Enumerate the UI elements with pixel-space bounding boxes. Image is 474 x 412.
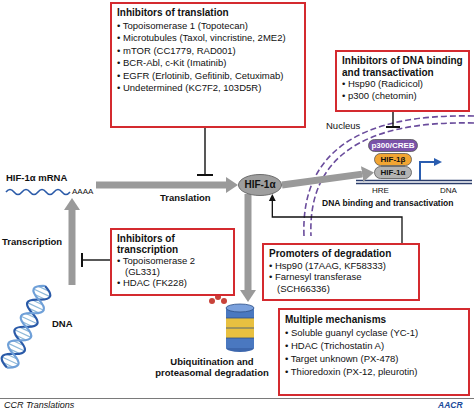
transcription-start-arrow bbox=[420, 162, 434, 180]
degradation-arrowhead bbox=[240, 290, 256, 302]
inhibitor-box: Inhibitors of DNA binding and transactiv… bbox=[335, 50, 470, 112]
proteasome-ring-edge bbox=[226, 318, 254, 338]
proteasome-ring bbox=[226, 328, 254, 338]
region-label: Nucleus bbox=[326, 120, 360, 131]
drug-item: • BCR-Abl, c-Kit (Imatinib) bbox=[117, 57, 299, 70]
protein-label: HIF-1β bbox=[374, 153, 412, 166]
drug-item: • HDAC (Trichostatin A) bbox=[285, 339, 463, 352]
drug-item: • mTOR (CC1779, RAD001) bbox=[117, 45, 299, 58]
drug-item: • HDAC (FK228) bbox=[117, 277, 228, 288]
inhibition-bar bbox=[197, 174, 213, 176]
nuclear-membrane bbox=[311, 123, 474, 236]
promoter-box: Promoters of degradation• Hsp90 (17AAG, … bbox=[262, 243, 420, 301]
protein-shape-fill bbox=[375, 154, 412, 166]
proteasome-illustration bbox=[209, 294, 254, 352]
logo-text: AACR bbox=[438, 400, 463, 411]
transcription-start-arrowhead bbox=[434, 158, 442, 166]
molecule-label: HIF-1α mRNA bbox=[6, 172, 67, 183]
protein-shape-fill bbox=[375, 167, 412, 179]
inhibitor-box: Inhibitors of translation• Topoisomerase… bbox=[110, 2, 306, 128]
mechanism-box: Multiple mechanisms• Soluble guanyl cycl… bbox=[278, 308, 470, 396]
drug-item: • Undetermined (KC7F2, 103D5R) bbox=[117, 82, 299, 95]
inhibition-line bbox=[82, 259, 110, 260]
drug-item: • Topoisomerase 1 (Topotecan) bbox=[117, 20, 299, 33]
proteasome-ring bbox=[226, 338, 254, 348]
translation-arrow bbox=[96, 182, 226, 189]
dna-backbone bbox=[0, 282, 53, 371]
protein-label: HIF-1α bbox=[238, 174, 282, 196]
dna-strand bbox=[356, 183, 472, 185]
inhibition-bar bbox=[81, 253, 83, 267]
process-label: Translation bbox=[160, 192, 211, 203]
process-label: DNA binding and transactivation bbox=[322, 198, 453, 209]
box-heading: Promoters of degradation bbox=[269, 248, 413, 260]
transcription-arrowhead bbox=[64, 198, 80, 210]
protein-oval-fill bbox=[239, 175, 282, 196]
transcription-arrow bbox=[69, 210, 76, 285]
degradation-promotion-arrow bbox=[272, 201, 402, 243]
translation-arrowhead bbox=[226, 177, 238, 193]
drug-item: • Farnesyl transferase (SCH66336) bbox=[269, 271, 413, 294]
translocation-arrow bbox=[282, 174, 362, 185]
journal-label: CCR Translations bbox=[4, 400, 74, 411]
element-label: HRE bbox=[372, 185, 389, 196]
process-label: Transcription bbox=[2, 236, 62, 247]
protein-shape: HIF-1α bbox=[374, 166, 412, 179]
drug-item: • Soluble guanyl cyclase (YC-1) bbox=[285, 326, 463, 339]
proteasome-cap bbox=[226, 304, 254, 312]
box-heading: Multiple mechanisms bbox=[285, 313, 463, 326]
drug-item: • Microtubules (Taxol, vincristine, 2ME2… bbox=[117, 32, 299, 45]
drug-item: • Hsp90 (17AAG, KF58333) bbox=[269, 260, 413, 272]
process-label: Ubiquitination and proteasomal degradati… bbox=[150, 356, 274, 378]
drug-item: • Target unknown (PX-478) bbox=[285, 352, 463, 365]
mrna-strand bbox=[6, 190, 70, 195]
drug-item: • Topoisomerase 2 (GL331) bbox=[117, 255, 228, 277]
drug-item: • p300 (chetomin) bbox=[342, 90, 463, 102]
protein-shape: HIF-1β bbox=[374, 153, 412, 166]
ubiquitin bbox=[209, 298, 215, 304]
protein-label: p300/CREB bbox=[368, 139, 418, 152]
dna-backbone bbox=[0, 282, 53, 371]
nuclear-membrane bbox=[304, 116, 474, 236]
box-heading: Inhibitors of transcription bbox=[117, 233, 228, 255]
dna-strand bbox=[356, 180, 472, 182]
coactivator-shape-fill bbox=[369, 140, 418, 152]
degradation-arrow bbox=[245, 194, 252, 290]
drug-item: • Hsp90 (Radicicol) bbox=[342, 78, 463, 90]
proteasome-ring bbox=[226, 318, 254, 328]
protein-label: HIF-1α bbox=[374, 166, 412, 179]
dna-helix bbox=[0, 282, 53, 371]
box-heading: Inhibitors of DNA binding and transactiv… bbox=[342, 55, 463, 78]
footer-rule bbox=[0, 398, 474, 399]
molecule-label: DNA bbox=[440, 185, 457, 196]
coactivator-shape: p300/CREB bbox=[368, 139, 418, 152]
polya-tail: AAAA bbox=[72, 186, 93, 197]
inhibition-line bbox=[392, 112, 393, 127]
drug-item: • Thioredoxin (PX-12, pleurotin) bbox=[285, 365, 463, 378]
protein-oval: HIF-1α bbox=[238, 174, 282, 196]
inhibitor-box: Inhibitors of transcription• Topoisomera… bbox=[110, 228, 235, 296]
inhibition-line bbox=[204, 128, 205, 175]
inhibition-bar bbox=[386, 126, 400, 128]
drug-item: • EGFR (Erlotinib, Gefitinib, Cetuximab) bbox=[117, 70, 299, 83]
box-heading: Inhibitors of translation bbox=[117, 7, 299, 20]
molecule-label: DNA bbox=[52, 318, 73, 329]
ubiquitin bbox=[221, 298, 227, 304]
